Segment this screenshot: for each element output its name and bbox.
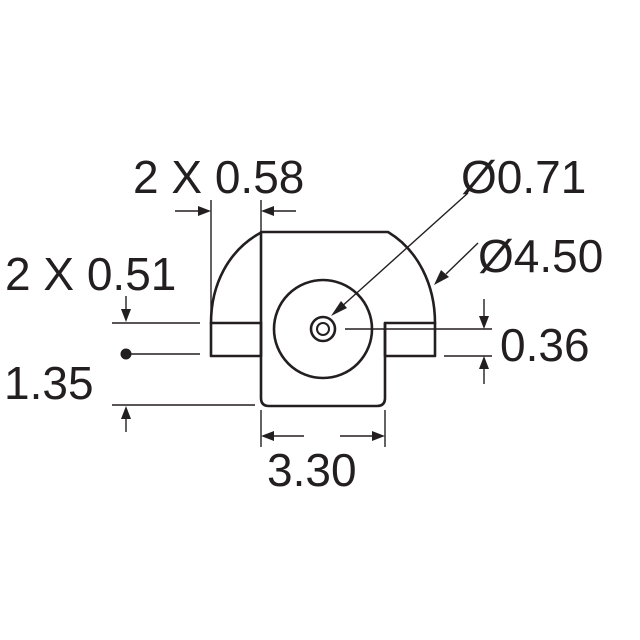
lead-offset-label: 0.36 xyxy=(500,319,590,371)
leader-line xyxy=(339,192,469,309)
width-label: 3.30 xyxy=(267,444,357,496)
arrowhead xyxy=(479,356,489,369)
dim-hole-diameter: Ø0.71 xyxy=(331,151,586,316)
leader-line xyxy=(445,242,479,275)
arrowhead xyxy=(121,309,131,322)
arrowhead xyxy=(331,301,347,316)
hole-diameter-label: Ø0.71 xyxy=(461,151,586,203)
dim-lead-width: 2 X 0.58 xyxy=(133,151,304,322)
dim-lead-offset: 0.36 xyxy=(345,299,590,384)
base-block xyxy=(259,321,387,408)
body-diameter-label: Ø4.50 xyxy=(478,230,603,282)
arrowhead xyxy=(434,270,449,285)
lead-width-label: 2 X 0.58 xyxy=(133,151,304,203)
arrowhead xyxy=(372,431,385,441)
arrowhead xyxy=(261,206,274,216)
hole-outer xyxy=(309,315,337,343)
left-lead xyxy=(209,321,263,358)
body-dome-outline xyxy=(209,230,437,325)
dim-height: 1.35 xyxy=(4,357,255,432)
hole-inner xyxy=(316,322,330,336)
arrowhead xyxy=(121,406,131,419)
dim-width: 3.30 xyxy=(260,410,386,496)
arrowhead xyxy=(198,206,211,216)
lead-thickness-label: 2 X 0.51 xyxy=(5,248,176,300)
height-label: 1.35 xyxy=(4,357,94,409)
dim-lead-thickness: 2 X 0.51 xyxy=(5,248,200,360)
arrowhead xyxy=(479,316,489,329)
right-lead xyxy=(383,321,437,358)
dimension-dot xyxy=(120,348,132,360)
arrowhead xyxy=(261,431,274,441)
component-body xyxy=(209,230,437,408)
dim-body-diameter: Ø4.50 xyxy=(434,230,603,285)
